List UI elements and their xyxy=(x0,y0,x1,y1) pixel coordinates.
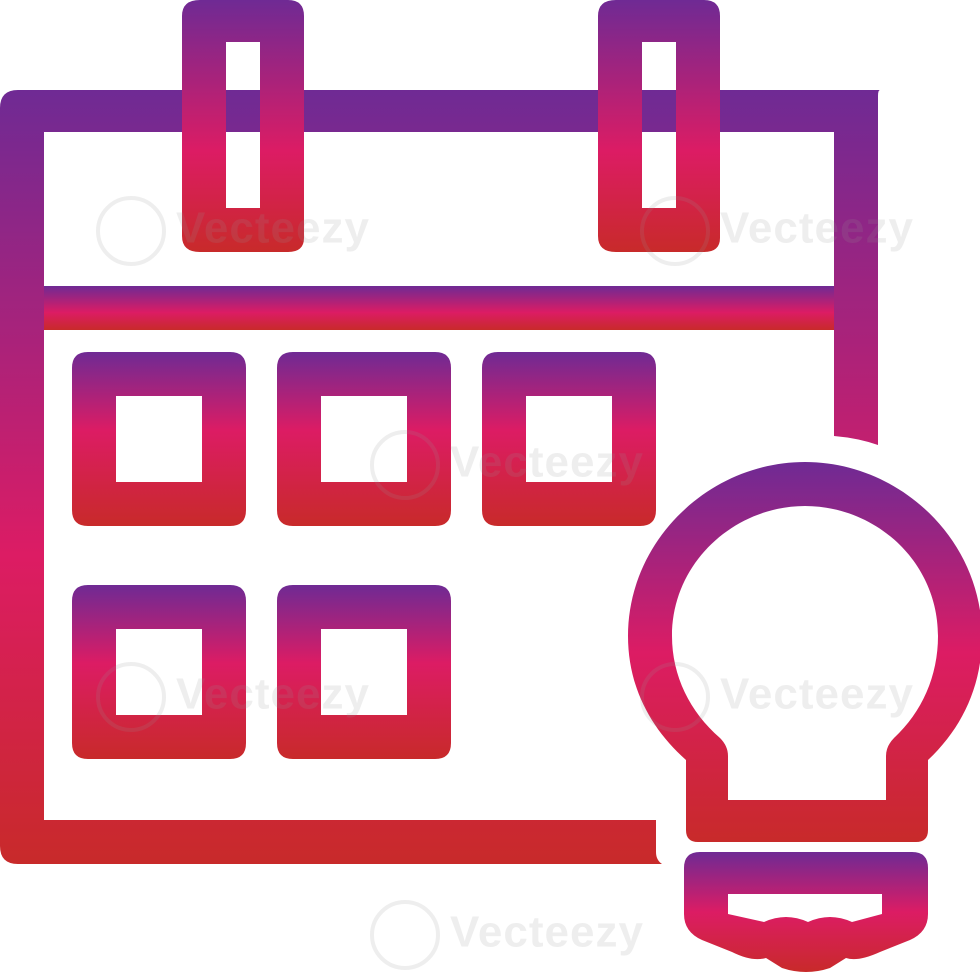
date-cell-5 xyxy=(277,585,451,759)
lightbulb-base xyxy=(684,852,928,972)
calendar-header-divider xyxy=(44,286,834,330)
calendar-body xyxy=(0,90,880,864)
date-cell-3 xyxy=(482,352,656,526)
date-cell-1 xyxy=(72,352,246,526)
calendar-ring-left xyxy=(182,0,304,252)
lightbulb-glass xyxy=(628,462,980,842)
calendar-ring-right xyxy=(598,0,720,252)
date-cell-2 xyxy=(277,352,451,526)
date-cell-4 xyxy=(72,585,246,759)
